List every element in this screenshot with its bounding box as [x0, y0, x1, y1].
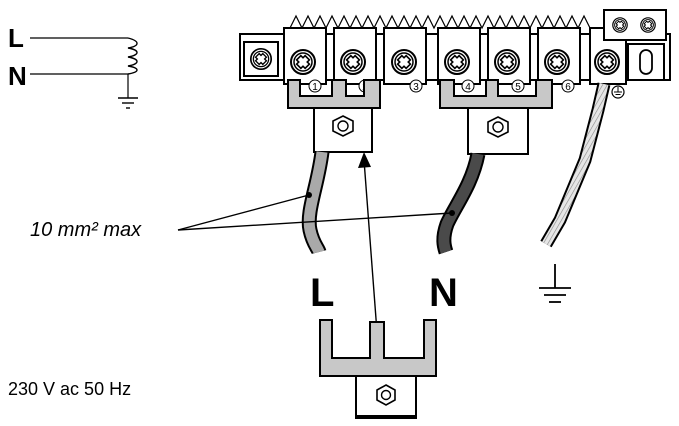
- schematic: L N: [8, 23, 138, 109]
- line-jumper-bracket: [287, 79, 381, 153]
- terminal-number-5: 5: [515, 82, 521, 93]
- terminal-screw-1-icon: [290, 49, 316, 75]
- neutral-wire: [438, 152, 484, 254]
- insert-arrow-line: [363, 159, 378, 333]
- insert-arrow-head-icon: [358, 152, 371, 168]
- wire-size-note: 10 mm² max: [30, 219, 142, 241]
- terminal-screw-2-icon: [340, 49, 366, 75]
- end-screw-icon: [249, 47, 273, 71]
- schematic-neutral-label: N: [8, 61, 27, 91]
- schematic-line-label: L: [8, 23, 24, 53]
- line-wire: [303, 151, 328, 254]
- terminal-number-6: 6: [565, 82, 571, 93]
- earth-wire: [542, 82, 609, 247]
- schematic-ground-icon: [118, 97, 138, 109]
- terminal-number-4: 4: [465, 82, 471, 93]
- terminal-screw-3-icon: [391, 49, 417, 75]
- supply-voltage-note: 230 V ac 50 Hz: [8, 379, 131, 399]
- terminal-number-1: 1: [312, 82, 318, 93]
- neutral-label: N: [429, 271, 458, 315]
- line-label: L: [310, 271, 334, 315]
- terminal-screw-6-icon: [544, 49, 570, 75]
- spare-jumper-bracket: [319, 152, 437, 419]
- earth-ground-icon: [539, 264, 571, 303]
- terminal-number-3: 3: [413, 82, 419, 93]
- terminal-screw-5-icon: [494, 49, 520, 75]
- earth-screw-icon: [594, 49, 620, 75]
- neutral-jumper-bracket: [439, 79, 553, 155]
- heating-coil-icon: [127, 37, 138, 75]
- terminal-screw-4-icon: [444, 49, 470, 75]
